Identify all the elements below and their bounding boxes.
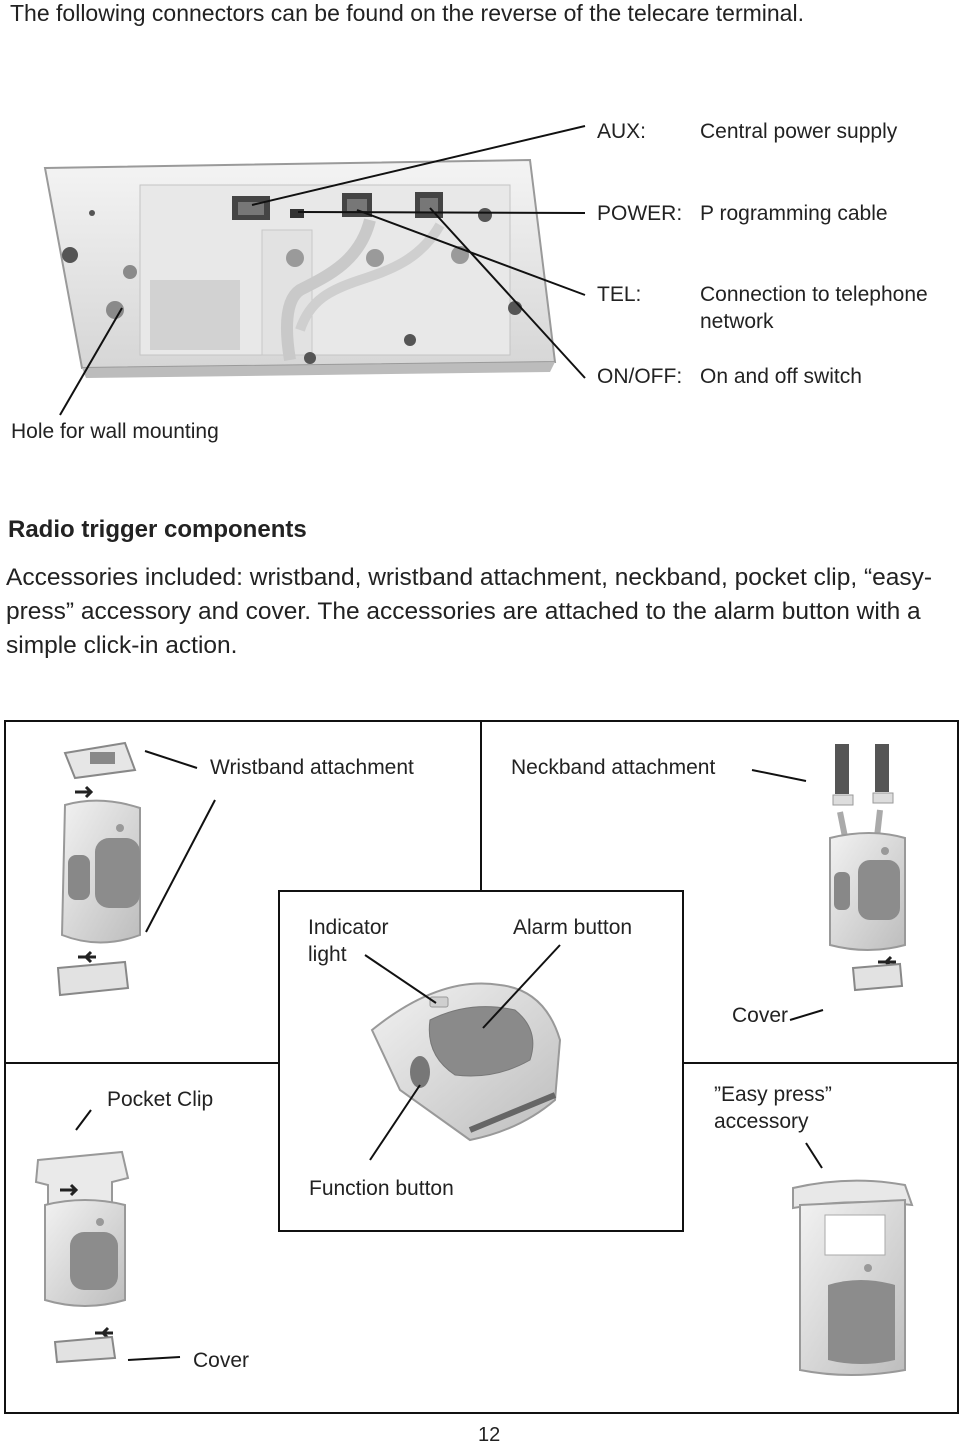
cover-label-left: Cover: [193, 1349, 250, 1372]
easy-press-callouts: [805, 1142, 823, 1169]
connector-aux-key: AUX:: [597, 120, 647, 143]
function-button-label: Function button: [309, 1177, 454, 1200]
easy-press-image: [792, 1179, 914, 1376]
wall-hole-label: Hole for wall mounting: [11, 420, 219, 443]
intro-text: The following connectors can be found on…: [10, 0, 804, 26]
connector-callout-lines: [59, 125, 586, 416]
connector-power-key: POWER:: [597, 202, 683, 225]
cover-label-right: Cover: [732, 1004, 789, 1027]
pocket-clip-label: Pocket Clip: [107, 1088, 214, 1111]
section-paragraph: Accessories included: wristband, wristba…: [6, 564, 933, 659]
pocket-clip-callouts: [75, 1109, 181, 1361]
indicator-light-label: Indicator light: [308, 916, 389, 966]
accessory-grid: [4, 720, 959, 1414]
wristband-attachment-label: Wristband attachment: [210, 756, 414, 779]
connector-power-desc: P rogramming cable: [700, 202, 888, 225]
alarm-button-callouts: [364, 944, 561, 1161]
section-heading: Radio trigger components: [8, 516, 307, 543]
neckband-attachment-image: [829, 744, 906, 992]
easy-press-label: ”Easy press” accessory: [714, 1083, 832, 1133]
alarm-button-label: Alarm button: [513, 916, 633, 939]
wristband-attachment-image: [56, 741, 141, 997]
page-number: 12: [478, 1424, 501, 1446]
connector-aux-desc: Central power supply: [700, 120, 898, 143]
alarm-button-frame: [278, 890, 684, 1232]
neckband-callouts: [751, 769, 824, 1021]
connector-onoff-key: ON/OFF:: [597, 365, 683, 388]
neckband-attachment-label: Neckband attachment: [511, 756, 716, 779]
pocket-clip-image: [34, 1150, 130, 1364]
alarm-button-image: [370, 982, 562, 1142]
connector-tel-key: TEL:: [597, 283, 642, 306]
connector-tel-desc: Connection to telephone network: [700, 283, 928, 333]
wristband-callouts: [144, 750, 216, 933]
connector-onoff-desc: On and off switch: [700, 365, 862, 388]
